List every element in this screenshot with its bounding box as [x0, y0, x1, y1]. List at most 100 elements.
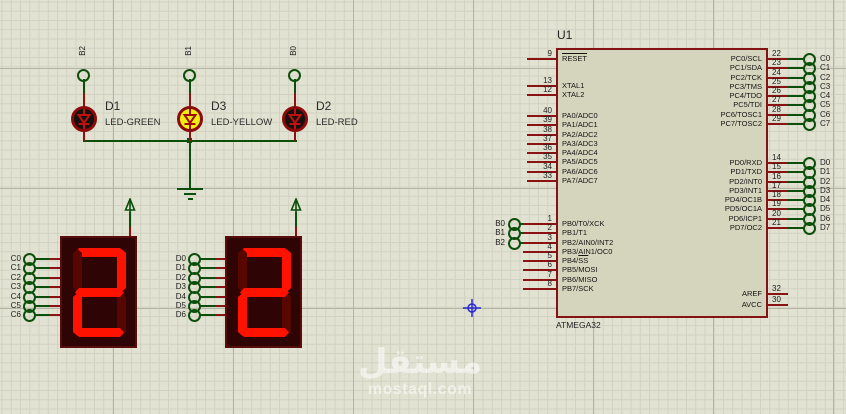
wire[interactable]: [83, 79, 85, 93]
pin-stub[interactable]: [768, 122, 788, 125]
terminal[interactable]: [508, 236, 521, 250]
display-pin[interactable]: [215, 305, 225, 307]
wire[interactable]: [788, 189, 804, 192]
display-pin[interactable]: [50, 295, 60, 298]
wire[interactable]: [788, 113, 804, 116]
wire[interactable]: [294, 79, 296, 93]
display-pin[interactable]: [50, 286, 60, 289]
led-anode-pin[interactable]: [83, 93, 85, 107]
pin-stub[interactable]: [523, 232, 556, 235]
led-cathode-pin[interactable]: [83, 131, 85, 141]
pin-stub[interactable]: [527, 85, 556, 87]
pin-stub[interactable]: [768, 180, 788, 183]
display-pin[interactable]: [215, 267, 225, 270]
pin-stub[interactable]: [768, 226, 788, 229]
pin-stub[interactable]: [523, 250, 556, 253]
led-symbol[interactable]: [177, 106, 203, 132]
wire[interactable]: [788, 180, 804, 183]
pin-stub[interactable]: [768, 67, 788, 70]
wire[interactable]: [788, 85, 804, 88]
led-cathode-pin[interactable]: [294, 131, 296, 141]
led-anode-pin[interactable]: [294, 93, 296, 107]
display-pin[interactable]: [215, 314, 225, 317]
display-pin[interactable]: [50, 267, 60, 270]
pin-stub[interactable]: [523, 287, 556, 290]
pin-stub[interactable]: [768, 217, 788, 220]
terminal[interactable]: [803, 117, 816, 131]
wire[interactable]: [788, 104, 804, 107]
power-arrow-icon[interactable]: [290, 198, 302, 213]
pin-stub[interactable]: [527, 161, 556, 164]
wire[interactable]: [788, 122, 804, 125]
pin-stub[interactable]: [527, 133, 556, 136]
pin-stub[interactable]: [768, 199, 788, 201]
wire[interactable]: [35, 276, 50, 279]
ground-wire[interactable]: [189, 140, 191, 188]
pin-stub[interactable]: [768, 76, 788, 79]
display-pin[interactable]: [215, 286, 225, 289]
pin-stub[interactable]: [768, 208, 788, 211]
wire[interactable]: [788, 217, 804, 220]
pin-stub[interactable]: [768, 293, 788, 295]
led-symbol[interactable]: [282, 106, 308, 132]
wire[interactable]: [788, 208, 804, 211]
pin-stub[interactable]: [527, 179, 556, 182]
display-pin[interactable]: [50, 305, 60, 307]
power-arrow-icon[interactable]: [124, 198, 136, 213]
pin-stub[interactable]: [527, 124, 556, 127]
wire[interactable]: [200, 314, 215, 317]
wire[interactable]: [35, 295, 50, 298]
wire[interactable]: [35, 286, 50, 289]
display-common-pin[interactable]: [295, 227, 297, 236]
pin-stub[interactable]: [768, 189, 788, 192]
pin-stub[interactable]: [768, 171, 788, 174]
wire[interactable]: [200, 258, 215, 260]
wire[interactable]: [788, 67, 804, 70]
wire[interactable]: [35, 267, 50, 270]
wire[interactable]: [788, 199, 804, 201]
wire[interactable]: [200, 295, 215, 298]
pin-stub[interactable]: [768, 304, 788, 306]
pin-stub[interactable]: [768, 85, 788, 88]
wire[interactable]: [788, 76, 804, 79]
pin-stub[interactable]: [523, 223, 556, 225]
led-cathode-pin[interactable]: [189, 131, 191, 141]
pin-stub[interactable]: [527, 142, 556, 145]
pin-stub[interactable]: [523, 241, 556, 244]
ground-icon[interactable]: [177, 188, 203, 190]
display-pin[interactable]: [215, 276, 225, 279]
display-pin[interactable]: [50, 258, 60, 260]
wire[interactable]: [519, 241, 523, 244]
pin-stub[interactable]: [527, 152, 556, 154]
wire[interactable]: [189, 79, 191, 93]
display-pin[interactable]: [50, 314, 60, 317]
pin-stub[interactable]: [768, 95, 788, 97]
wire[interactable]: [200, 286, 215, 289]
pin-stub[interactable]: [768, 113, 788, 116]
display-pin[interactable]: [215, 295, 225, 298]
wire[interactable]: [35, 258, 50, 260]
chip-body[interactable]: [556, 48, 768, 318]
led-anode-pin[interactable]: [189, 93, 191, 107]
wire[interactable]: [200, 276, 215, 279]
led-symbol[interactable]: [71, 106, 97, 132]
pin-stub[interactable]: [523, 260, 556, 262]
display-pin[interactable]: [215, 258, 225, 260]
wire[interactable]: [295, 212, 297, 227]
pin-stub[interactable]: [527, 115, 556, 117]
pin-stub[interactable]: [523, 269, 556, 272]
wire[interactable]: [788, 226, 804, 229]
pin-stub[interactable]: [523, 278, 556, 281]
wire[interactable]: [788, 162, 804, 164]
wire[interactable]: [35, 314, 50, 317]
pin-stub[interactable]: [527, 94, 556, 97]
wire[interactable]: [788, 171, 804, 174]
display-pin[interactable]: [50, 276, 60, 279]
wire[interactable]: [200, 305, 215, 307]
wire[interactable]: [788, 58, 804, 60]
pin-stub[interactable]: [768, 162, 788, 164]
display-common-pin[interactable]: [129, 227, 131, 236]
pin-stub[interactable]: [768, 104, 788, 107]
wire[interactable]: [35, 305, 50, 307]
